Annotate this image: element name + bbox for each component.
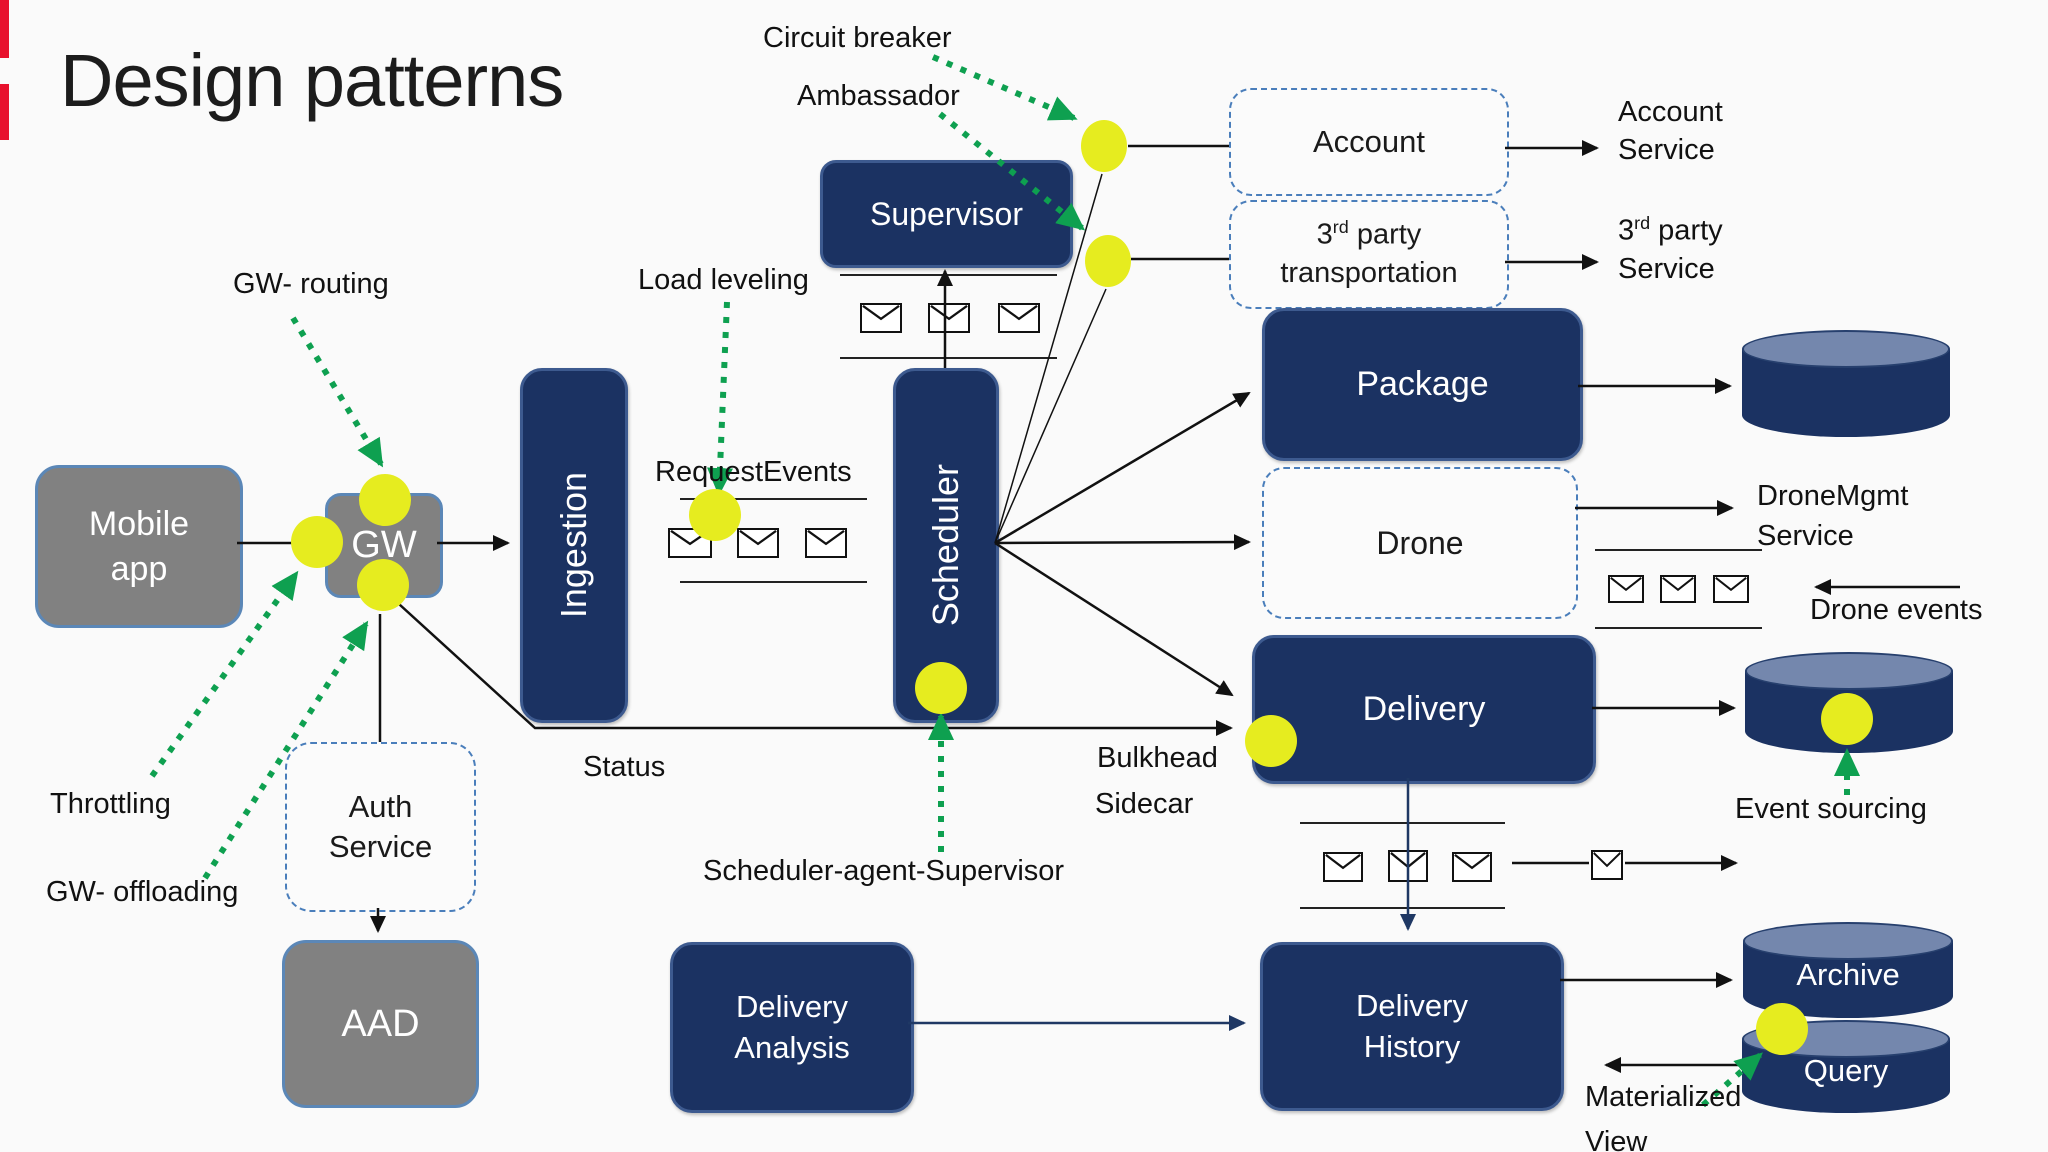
pattern-marker-materialized-view [1756, 1003, 1808, 1055]
node-delivery: Delivery [1252, 635, 1596, 784]
aad-label: AAD [341, 1002, 420, 1045]
pattern-marker-scheduler-agent [915, 662, 967, 714]
message-icon [737, 528, 779, 558]
pattern-marker-bulkhead-sidecar [1245, 715, 1297, 767]
label-ambassador: Ambassador [797, 80, 960, 112]
label-gw-routing: GW- routing [233, 268, 389, 300]
auth-label2: Service [328, 829, 433, 864]
label-dronemgmt-service: DroneMgmt Service [1757, 480, 1909, 552]
label-circuit-breaker: Circuit breaker [763, 22, 952, 54]
auth-label: Auth [348, 788, 413, 824]
message-icon [928, 303, 970, 333]
account-label: Account [1312, 124, 1425, 159]
label-request-events: RequestEvents [655, 456, 852, 488]
pattern-marker-gw-offloading [357, 559, 409, 611]
node-drone: Drone [1262, 467, 1578, 619]
message-icon [860, 303, 902, 333]
message-icon [1660, 575, 1696, 603]
delivery-analysis-label2: Analysis [734, 1029, 850, 1065]
slide-edge-artifact [0, 84, 9, 140]
label-third-party-service: 3rd party Service [1618, 213, 1723, 285]
supervisor-label: Supervisor [870, 195, 1023, 232]
label-drone-events: Drone events [1810, 594, 1983, 626]
package-database-icon [1742, 330, 1950, 437]
node-package: Package [1262, 308, 1583, 461]
node-aad: AAD [282, 940, 479, 1108]
label-account-service: Account Service [1618, 96, 1723, 166]
query-label: Query [1803, 1053, 1889, 1089]
pattern-marker-throttling [291, 516, 343, 568]
label-gw-offloading: GW- offloading [46, 876, 239, 908]
node-mobile-app: Mobile app [35, 465, 243, 628]
message-icon [1713, 575, 1749, 603]
drone-label: Drone [1376, 524, 1464, 561]
pattern-marker-gw-routing [359, 474, 411, 526]
message-icon [1608, 575, 1644, 603]
delivery-history-label2: History [1363, 1028, 1461, 1064]
label-status: Status [583, 751, 666, 783]
message-icon [998, 303, 1040, 333]
node-account: Account [1229, 88, 1509, 196]
delivery-analysis-label: Delivery [736, 989, 848, 1025]
delivery-label: Delivery [1362, 690, 1486, 728]
message-icon [1452, 852, 1492, 882]
archive-label: Archive [1796, 956, 1900, 992]
page-title: Design patterns [60, 39, 564, 122]
message-icon [1591, 850, 1623, 880]
label-materialized-view: Materialized View [1585, 1081, 1742, 1152]
label-throttling: Throttling [50, 788, 171, 820]
delivery-history-label: Delivery [1356, 988, 1468, 1024]
node-ingestion: Ingestion [520, 368, 628, 723]
slide-edge-artifact [0, 0, 9, 58]
message-icon [1323, 852, 1363, 882]
label-sidecar: Sidecar [1095, 788, 1194, 820]
label-bulkhead: Bulkhead [1097, 742, 1218, 774]
node-supervisor: Supervisor [820, 160, 1073, 268]
mobile-app-label2: app [110, 549, 168, 588]
mobile-app-label: Mobile [88, 505, 190, 544]
pattern-marker-event-sourcing [1821, 693, 1873, 745]
label-event-sourcing: Event sourcing [1735, 793, 1927, 825]
pattern-marker-circuit-breaker [1081, 120, 1127, 172]
node-third-party-transportation: 3rd party transportation [1229, 200, 1509, 309]
third-party-label: 3rd party transportation [1280, 217, 1458, 289]
package-label: Package [1356, 365, 1489, 403]
message-icon [805, 528, 847, 558]
pattern-marker-load-leveling [689, 489, 741, 541]
label-scheduler-agent-supervisor: Scheduler-agent-Supervisor [703, 855, 1065, 887]
pattern-marker-ambassador [1085, 235, 1131, 287]
label-load-leveling: Load leveling [638, 264, 809, 296]
